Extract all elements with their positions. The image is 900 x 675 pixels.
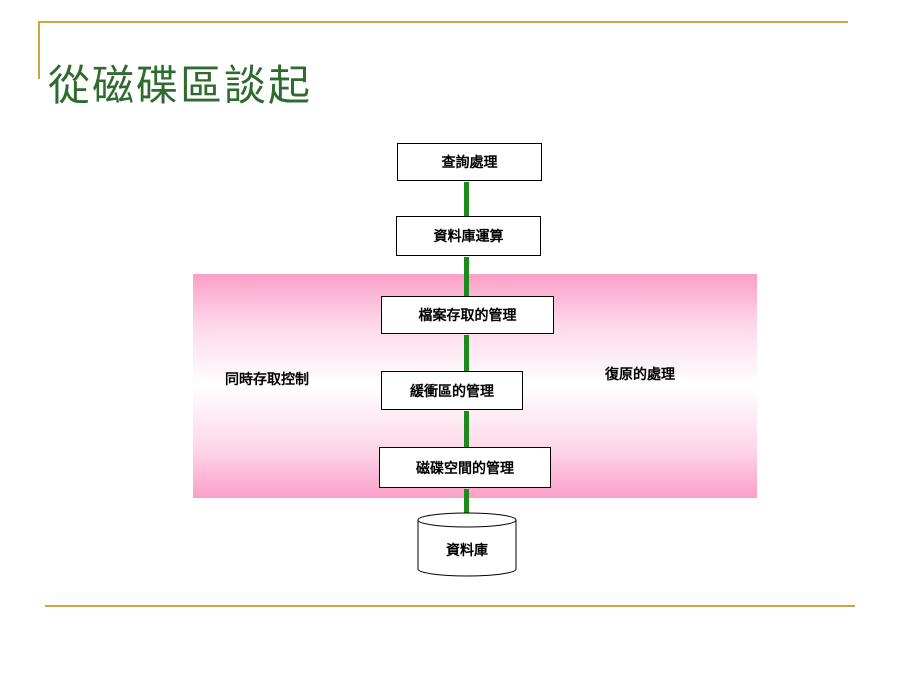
top-rule: [38, 21, 848, 23]
concurrency-control-label: 同時存取控制: [225, 372, 309, 388]
disk-space-management-box: 磁碟空間的管理: [379, 447, 551, 488]
connector-line: [464, 182, 469, 216]
connector-line: [464, 411, 469, 447]
recovery-label: 復原的處理: [605, 367, 675, 383]
file-access-management-box: 檔案存取的管理: [381, 296, 554, 334]
query-processing-box: 查詢處理: [397, 143, 542, 181]
connector-line: [464, 257, 469, 297]
database-operation-box: 資料庫運算: [396, 216, 541, 256]
left-rule: [38, 21, 40, 79]
bottom-rule: [45, 605, 855, 607]
slide-title: 從磁碟區談起: [48, 61, 313, 110]
connector-line: [464, 335, 469, 371]
buffer-management-box: 緩衝區的管理: [381, 371, 523, 410]
database-label: 資料庫: [446, 543, 488, 559]
connector-line: [464, 489, 469, 515]
database-cylinder-icon: [417, 512, 517, 577]
database-cylinder: 資料庫: [417, 512, 517, 578]
